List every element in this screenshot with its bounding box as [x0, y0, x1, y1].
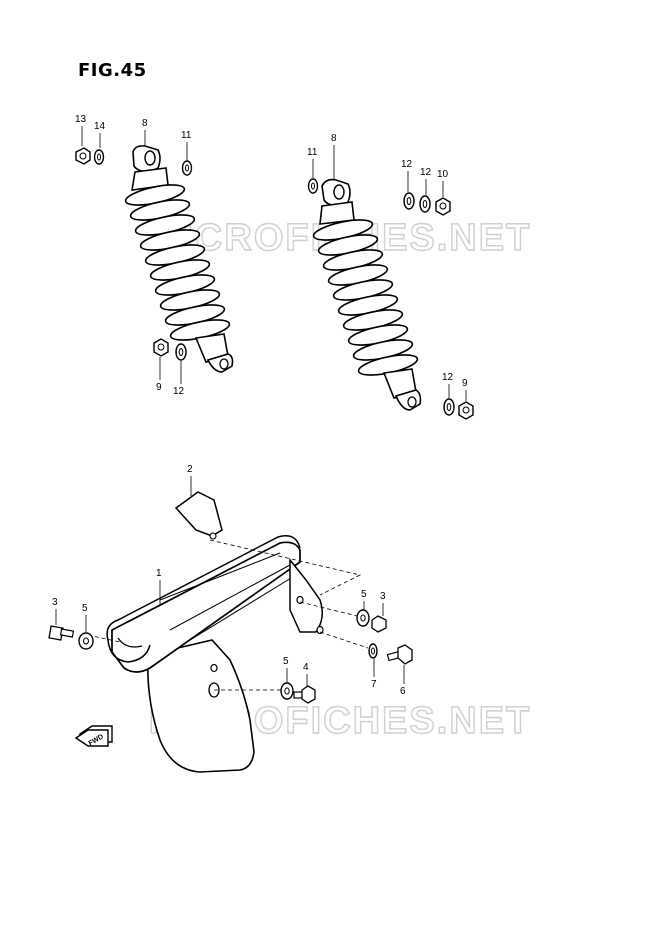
washer-11-left [181, 160, 193, 176]
callouts-left-shock: 13 14 8 11 9 12 [75, 114, 192, 397]
rear-guard [87, 535, 369, 773]
forward-direction-badge: FWD [74, 725, 113, 747]
callout-14: 14 [94, 121, 106, 132]
callout-9: 9 [156, 382, 162, 393]
washer-5-left [78, 632, 94, 650]
callout-5-right: 5 [361, 589, 367, 600]
callout-12-right-a: 12 [401, 159, 413, 170]
right-shock-absorber [311, 178, 422, 411]
washer-7 [368, 643, 378, 659]
bolt-6 [386, 644, 413, 665]
callout-12-right-b: 12 [420, 167, 432, 178]
callout-5-left: 5 [82, 603, 88, 614]
washer-14 [93, 149, 105, 165]
washer-5-right [356, 609, 370, 627]
callout-3-left: 3 [52, 597, 58, 608]
callout-10: 10 [437, 169, 449, 180]
washer-12-right-c [443, 398, 455, 416]
washer-12-right-b [419, 195, 431, 213]
bracket-2 [174, 491, 223, 540]
callout-5-bottom: 5 [283, 656, 289, 667]
callout-6: 6 [400, 686, 406, 697]
nut-9-right [458, 401, 474, 420]
nut-10 [435, 197, 451, 216]
nut-13 [75, 147, 91, 165]
callout-13: 13 [75, 114, 87, 125]
callout-12-right-c: 12 [442, 372, 454, 383]
callout-12: 12 [173, 386, 185, 397]
callout-7: 7 [371, 679, 377, 690]
callout-8-right: 8 [331, 133, 337, 144]
washer-5-bottom [280, 682, 294, 700]
callout-11-right: 11 [307, 147, 318, 158]
washer-11-right [307, 178, 319, 194]
callouts-guard: 2 1 3 5 5 3 5 4 7 6 [52, 464, 406, 697]
bolt-3-right [371, 615, 387, 633]
bolt-4 [293, 685, 316, 704]
callout-9-right: 9 [462, 378, 468, 389]
washer-12-right-a [403, 192, 415, 210]
figure-title: FIG.45 [78, 60, 147, 81]
washer-12-left [175, 343, 187, 361]
callout-11: 11 [181, 130, 192, 141]
callout-2: 2 [187, 464, 193, 475]
callout-1: 1 [156, 568, 162, 579]
callouts-right-shock: 11 8 12 12 10 12 9 [307, 133, 468, 401]
callout-4: 4 [303, 662, 309, 673]
left-shock-absorber [123, 145, 234, 373]
bolt-3-left [48, 625, 75, 641]
callout-3-right: 3 [380, 591, 386, 602]
nut-9-left [153, 338, 169, 357]
callout-8: 8 [142, 118, 148, 129]
